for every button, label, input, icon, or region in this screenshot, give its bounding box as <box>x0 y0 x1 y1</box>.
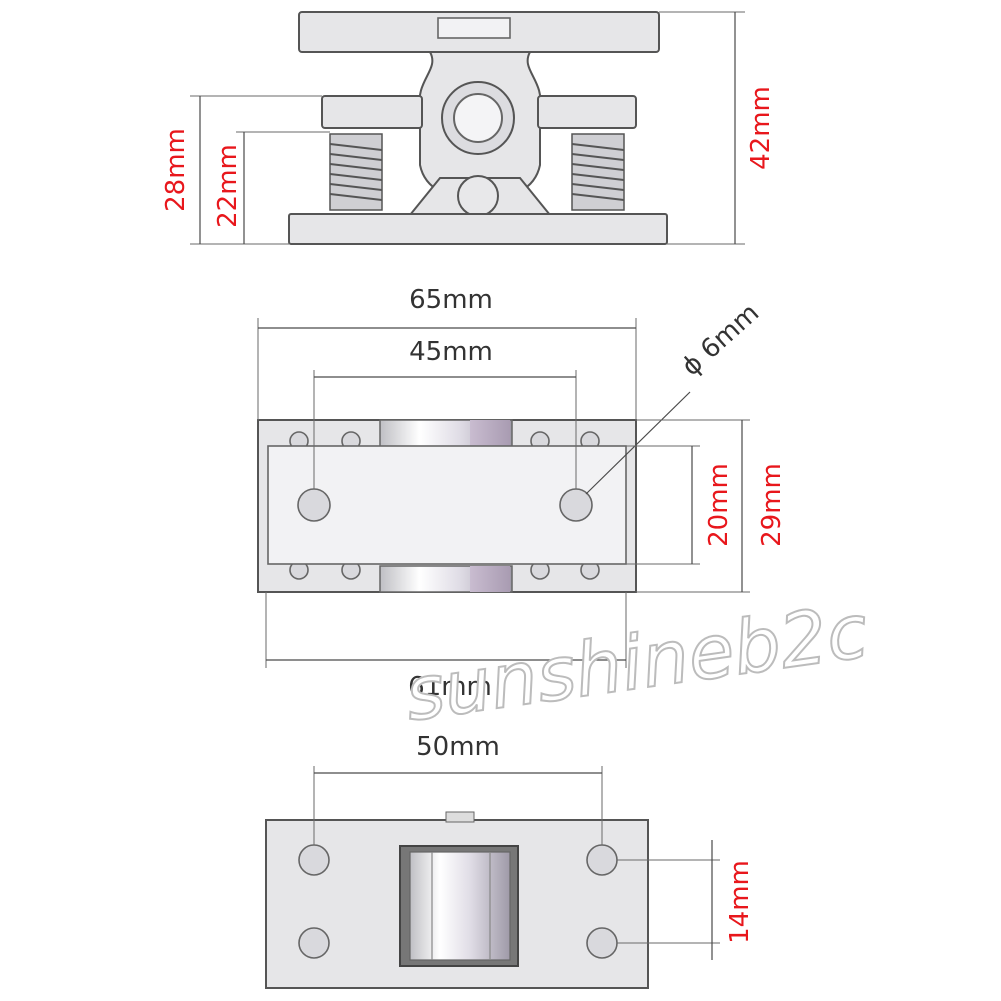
side-base-plate <box>288 213 668 245</box>
dim-label-50mm: 50mm <box>416 732 500 762</box>
dim-label-29mm: 29mm <box>757 463 787 547</box>
dim-label-20mm: 20mm <box>704 463 734 547</box>
dim-label-28mm: 28mm <box>161 128 191 212</box>
dim-label-45mm: 45mm <box>409 337 493 367</box>
side-hinge-pin-inner <box>453 93 503 143</box>
dim-label-42mm: 42mm <box>746 86 776 170</box>
dim-label-65mm: 65mm <box>409 285 493 315</box>
top-mount-hole-left <box>297 488 331 522</box>
bottom-view: 50mm 14mm <box>265 732 755 989</box>
side-left-arm <box>321 95 423 129</box>
top-mount-hole-right <box>559 488 593 522</box>
side-right-arm <box>537 95 637 129</box>
bottom-hole-bottom-left <box>298 927 330 959</box>
bottom-hole-top-right <box>586 844 618 876</box>
bottom-hole-bottom-right <box>586 927 618 959</box>
dim-label-6mm: ϕ 6mm <box>676 298 765 382</box>
dim-line-6mm-leader <box>585 391 691 495</box>
watermark: sunshineb2c <box>400 588 873 738</box>
side-left-spring <box>329 133 383 211</box>
bottom-roller <box>409 851 511 961</box>
side-right-spring <box>571 133 625 211</box>
dim-label-22mm: 22mm <box>213 144 243 228</box>
dim-label-14mm: 14mm <box>725 860 755 944</box>
side-top-slot <box>437 17 511 39</box>
bottom-hole-top-left <box>298 844 330 876</box>
dim-label-61mm: 61mm <box>408 672 492 702</box>
top-roller-pink-upper <box>470 420 510 448</box>
side-view: 42mm 28mm 22mm <box>161 11 776 245</box>
side-lower-pin <box>457 175 499 217</box>
bottom-roller-nub <box>445 811 475 823</box>
top-roller-pink-lower <box>470 566 510 592</box>
